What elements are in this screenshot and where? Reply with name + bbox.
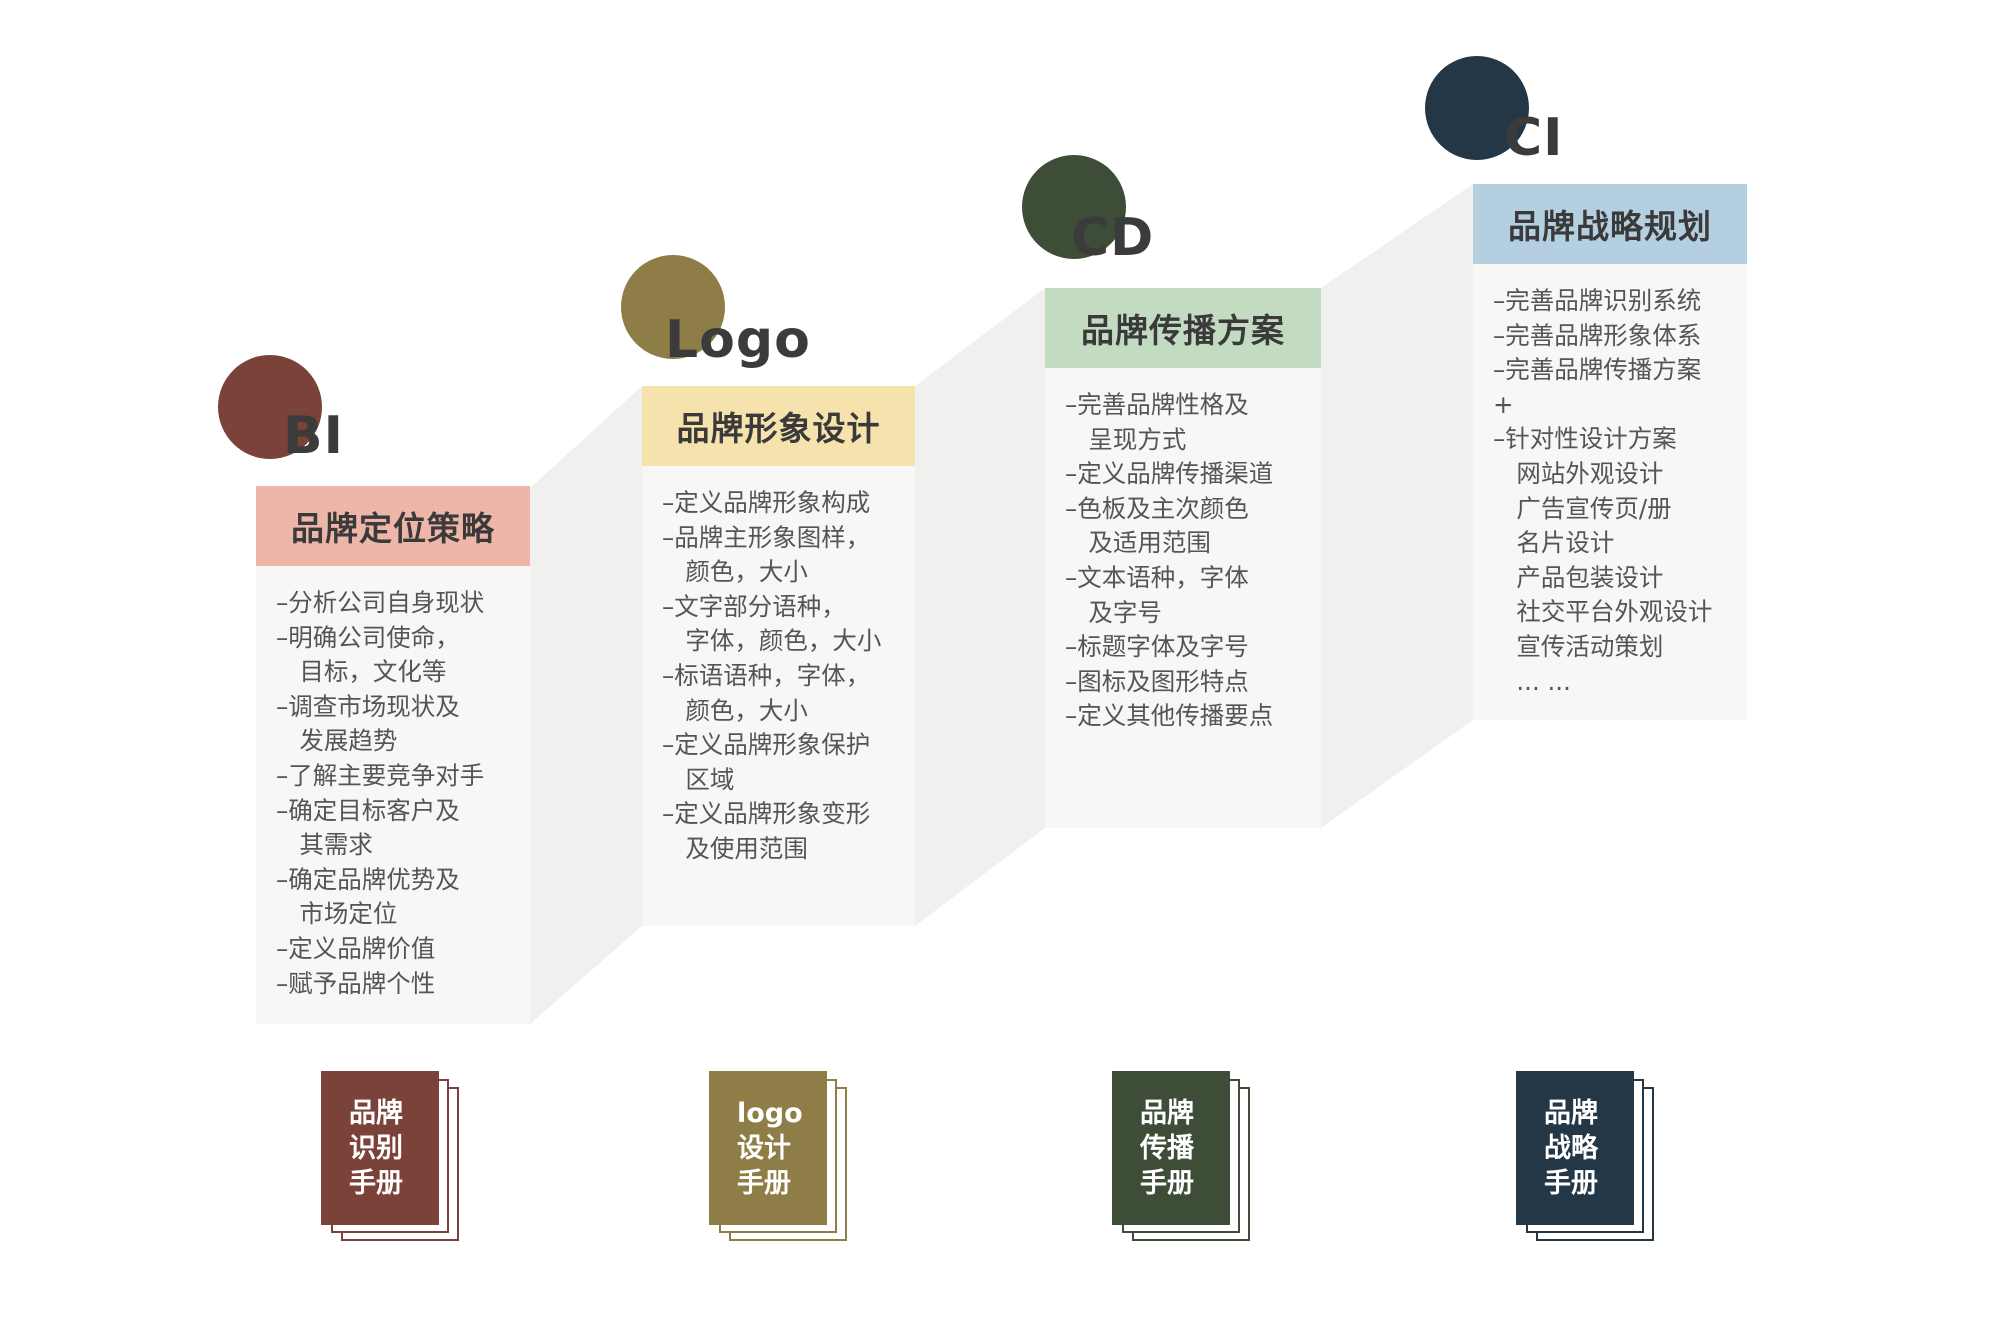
- ci-manual-line: 战略: [1544, 1132, 1598, 1164]
- bi-manual-line: 识别: [349, 1132, 403, 1164]
- ci-circle: [1425, 56, 1529, 160]
- logo-card: 品牌形象设计 –定义品牌形象构成 –品牌主形象图样， 颜色，大小 –文字部分语种， …: [642, 386, 915, 926]
- logo-list-item: 及使用范围: [662, 833, 808, 863]
- bi-list-item: 目标，文化等: [276, 657, 447, 687]
- cd-list-item: –图标及图形特点: [1065, 666, 1249, 696]
- ci-list-item: 广告宣传页/册: [1493, 493, 1672, 523]
- cd-list-item: –定义其他传播要点: [1065, 701, 1274, 731]
- logo-manual-line: 设计: [737, 1132, 791, 1164]
- bi-manual: 品牌 识别 手册: [321, 1071, 461, 1241]
- bi-label: BI: [283, 406, 344, 466]
- bi-list-item: –分析公司自身现状: [276, 588, 485, 617]
- connector-bi-logo: [530, 386, 642, 1024]
- logo-label: Logo: [665, 310, 811, 370]
- logo-item-list: –定义品牌形象构成 –品牌主形象图样， 颜色，大小 –文字部分语种， 字体，颜色，大…: [642, 466, 915, 867]
- cd-label: CD: [1071, 208, 1155, 268]
- cd-manual-cover: 品牌 传播 手册: [1112, 1071, 1230, 1225]
- ci-list-item: 产品包装设计: [1493, 562, 1664, 592]
- logo-list-item: –定义品牌形象保护: [662, 730, 871, 760]
- logo-manual: logo 设计 手册: [709, 1071, 849, 1241]
- bi-card: 品牌定位策略 –分析公司自身现状 –明确公司使命， 目标，文化等 –调查市场现状及 …: [256, 486, 530, 1024]
- cd-item-list: –完善品牌性格及 呈现方式 –定义品牌传播渠道 –色板及主次颜色 及适用范围 –文本语…: [1045, 368, 1321, 734]
- bi-list-item: –确定目标客户及: [276, 795, 460, 825]
- ci-manual: 品牌 战略 手册: [1516, 1071, 1656, 1241]
- logo-circle: [621, 255, 725, 359]
- ci-manual-cover: 品牌 战略 手册: [1516, 1071, 1634, 1225]
- logo-manual-line: logo: [737, 1097, 803, 1129]
- bi-list-item: –明确公司使命，: [276, 622, 460, 652]
- logo-list-item: 颜色，大小: [662, 557, 808, 587]
- cd-card-title: 品牌传播方案: [1045, 288, 1321, 368]
- ci-card-title: 品牌战略规划: [1473, 184, 1747, 264]
- cd-card: 品牌传播方案 –完善品牌性格及 呈现方式 –定义品牌传播渠道 –色板及主次颜色 及适…: [1045, 288, 1321, 828]
- bi-manual-cover: 品牌 识别 手册: [321, 1071, 439, 1225]
- cd-list-item: –完善品牌性格及: [1065, 390, 1249, 419]
- logo-list-item: –品牌主形象图样，: [662, 522, 871, 552]
- ci-list-item: +: [1493, 389, 1514, 419]
- bi-card-title: 品牌定位策略: [256, 486, 530, 566]
- bi-list-item: –了解主要竞争对手: [276, 760, 485, 790]
- bi-list-item: –定义品牌价值: [276, 933, 436, 963]
- bi-list-item: 发展趋势: [276, 726, 398, 756]
- ci-item-list: –完善品牌识别系统 –完善品牌形象体系 –完善品牌传播方案 + –针对性设计方案 网站外…: [1473, 264, 1747, 699]
- bi-list-item: –调查市场现状及: [276, 691, 460, 721]
- logo-list-item: –文字部分语种，: [662, 591, 846, 621]
- ci-list-item: 社交平台外观设计: [1493, 597, 1713, 627]
- cd-manual-line: 品牌: [1140, 1097, 1194, 1129]
- bi-manual-line: 品牌: [349, 1097, 403, 1129]
- logo-list-item: –标语语种，字体，: [662, 660, 871, 690]
- cd-list-item: –定义品牌传播渠道: [1065, 459, 1274, 489]
- bi-list-item: 市场定位: [276, 899, 398, 929]
- cd-manual-line: 手册: [1140, 1167, 1194, 1199]
- ci-list-item: –完善品牌传播方案: [1493, 355, 1702, 385]
- logo-manual-cover: logo 设计 手册: [709, 1071, 827, 1225]
- ci-list-item: 名片设计: [1493, 528, 1615, 558]
- ci-list-item: ... ...: [1493, 666, 1571, 696]
- cd-list-item: –标题字体及字号: [1065, 632, 1249, 662]
- cd-list-item: –文本语种，字体: [1065, 562, 1249, 592]
- bi-circle: [218, 355, 322, 459]
- bi-list-item: –赋予品牌个性: [276, 968, 436, 998]
- cd-manual: 品牌 传播 手册: [1112, 1071, 1252, 1241]
- bi-item-list: –分析公司自身现状 –明确公司使命， 目标，文化等 –调查市场现状及 发展趋势 –了解…: [256, 566, 530, 1001]
- logo-list-item: 区域: [662, 764, 735, 794]
- ci-list-item: 网站外观设计: [1493, 458, 1664, 488]
- ci-list-item: –完善品牌识别系统: [1493, 286, 1702, 315]
- cd-list-item: 及适用范围: [1065, 528, 1211, 558]
- ci-manual-line: 手册: [1544, 1167, 1598, 1199]
- bi-manual-line: 手册: [349, 1167, 403, 1199]
- connector-logo-cd: [915, 288, 1045, 926]
- cd-list-item: –色板及主次颜色: [1065, 493, 1249, 523]
- bi-list-item: 其需求: [276, 830, 373, 860]
- bi-list-item: –确定品牌优势及: [276, 864, 460, 894]
- ci-list-item: –完善品牌形象体系: [1493, 320, 1702, 350]
- ci-card: 品牌战略规划 –完善品牌识别系统 –完善品牌形象体系 –完善品牌传播方案 + –针对性设…: [1473, 184, 1747, 720]
- ci-list-item: –针对性设计方案: [1493, 424, 1677, 454]
- logo-manual-line: 手册: [737, 1167, 791, 1199]
- logo-list-item: –定义品牌形象构成: [662, 488, 871, 517]
- connector-cd-ci: [1321, 184, 1473, 828]
- cd-list-item: 及字号: [1065, 597, 1162, 627]
- cd-circle: [1022, 155, 1126, 259]
- logo-list-item: 字体，颜色，大小: [662, 626, 882, 656]
- cd-list-item: 呈现方式: [1065, 424, 1187, 454]
- logo-card-title: 品牌形象设计: [642, 386, 915, 466]
- ci-label: CI: [1504, 108, 1564, 168]
- ci-list-item: 宣传活动策划: [1493, 631, 1664, 661]
- ci-manual-line: 品牌: [1544, 1097, 1598, 1129]
- logo-list-item: –定义品牌形象变形: [662, 799, 871, 829]
- logo-list-item: 颜色，大小: [662, 695, 808, 725]
- cd-manual-line: 传播: [1140, 1132, 1194, 1164]
